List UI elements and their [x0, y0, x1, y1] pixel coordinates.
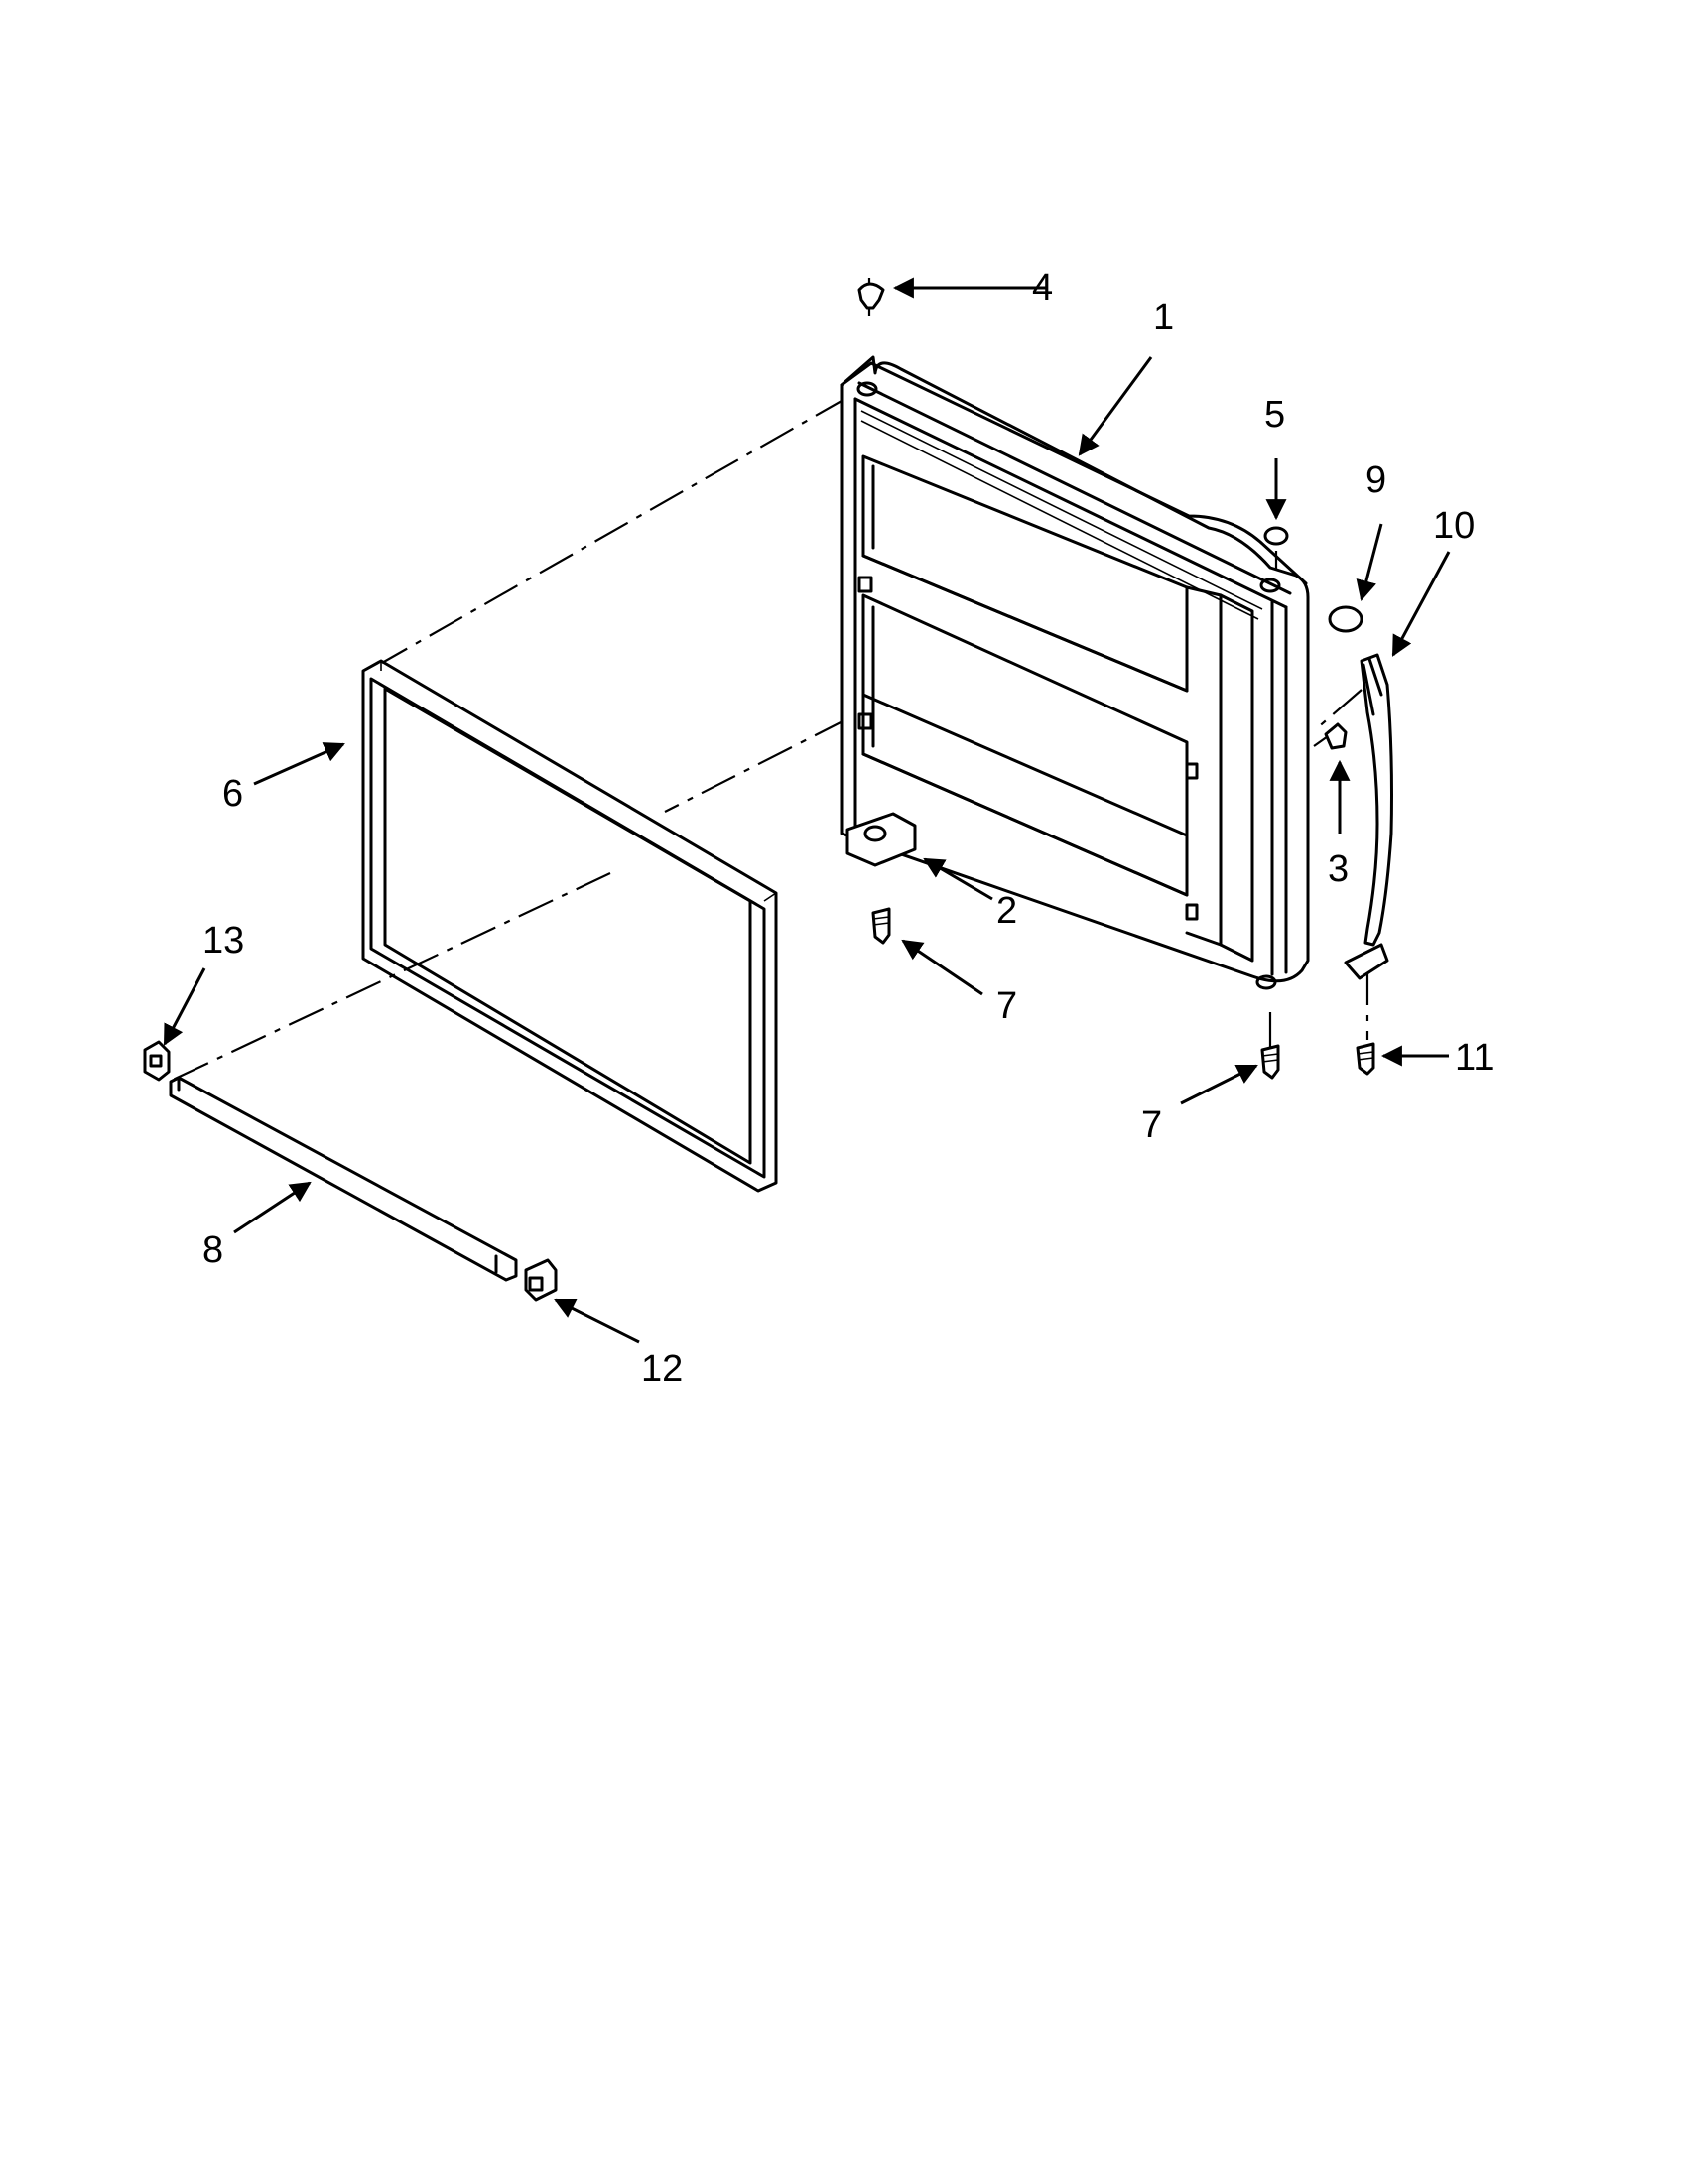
plug-part-5: [1263, 526, 1289, 546]
callout-11: 11: [1455, 1037, 1493, 1079]
screw-part-7-left: [871, 907, 891, 945]
callout-12: 12: [641, 1349, 683, 1390]
callout-13: 13: [202, 920, 244, 962]
callout-4: 4: [1032, 267, 1053, 309]
callout-6: 6: [222, 773, 243, 815]
callout-2: 2: [996, 890, 1017, 932]
handle-part-10: [1344, 653, 1393, 980]
callout-7-bottom-screw: 7: [1141, 1104, 1162, 1146]
leader-lines: [163, 277, 1451, 1344]
screw-part-7-right: [1260, 1044, 1280, 1080]
callout-1: 1: [1153, 297, 1174, 338]
gasket-part-6: [361, 659, 778, 1193]
hinge-part-2: [845, 812, 917, 867]
callout-10: 10: [1433, 505, 1475, 547]
screw-part-11: [1356, 1042, 1375, 1076]
end-cap-part-12: [524, 1258, 558, 1302]
trim-strip-part-8: [169, 1076, 518, 1282]
end-cap-part-13: [143, 1040, 171, 1082]
hinge-pin-part-4: [857, 282, 885, 310]
callout-8: 8: [202, 1229, 223, 1271]
callout-9: 9: [1365, 459, 1386, 501]
callout-5: 5: [1264, 394, 1285, 436]
freezer-door-part-1: [840, 355, 1310, 990]
stud-part-3: [1324, 722, 1348, 750]
washer-part-9: [1328, 605, 1363, 633]
callout-7-hinge-screw: 7: [996, 985, 1017, 1027]
callout-labels: 1 2 3 4 5 6 7 7 8 9 10 11 12 13: [202, 267, 1493, 1390]
callout-3: 3: [1328, 848, 1349, 890]
